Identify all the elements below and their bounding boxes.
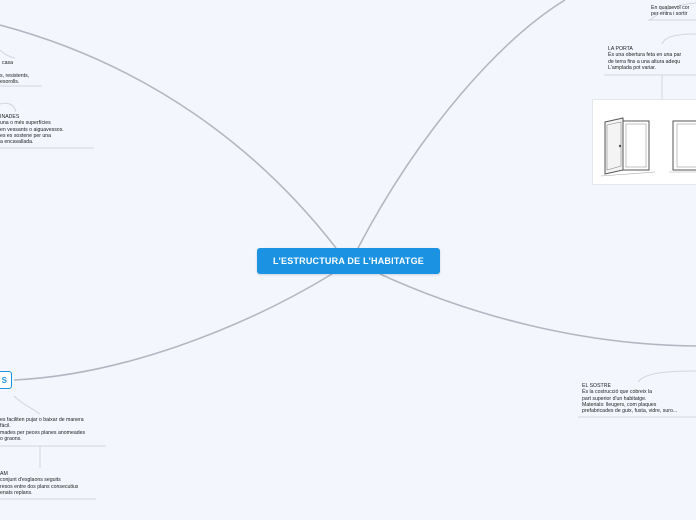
note-porta: LA PORTA És una obertura feta en una par… [608,46,682,71]
sub-branch-sortida [649,2,696,21]
sub-branch-casa [0,49,16,59]
sub-branch-sostre [637,370,696,383]
branch-bottom-left [13,273,333,381]
branch-top-left [0,24,337,249]
sub-branch-escales [13,395,41,415]
sub-branch-porta [661,33,696,45]
central-topic[interactable]: L'ESTRUCTURA DE L'HABITATGE [257,248,440,274]
sub-branch-terrat [0,102,17,113]
branch-top-right [357,0,566,249]
note-casa-body: s, resistents, esorolls. [0,73,30,86]
note-casa-title: casa [2,60,13,66]
door-illustration-icon [600,117,696,177]
door-image-card [592,99,696,185]
note-sortida: En qualsevol cor per entra i sortir [651,5,690,18]
note-tram: AM conjunt d'esglaons seguits resos entr… [0,471,79,496]
note-escales: es faciliten pujar o baixar de manera fà… [0,417,86,442]
note-terrat: INADES una o més superfícies en vessants… [0,114,64,146]
note-sostre: EL SOSTRE És la costrucció que cobreix l… [582,383,678,415]
branch-node-escales[interactable]: S [0,371,12,389]
branch-bottom-right [379,273,696,347]
